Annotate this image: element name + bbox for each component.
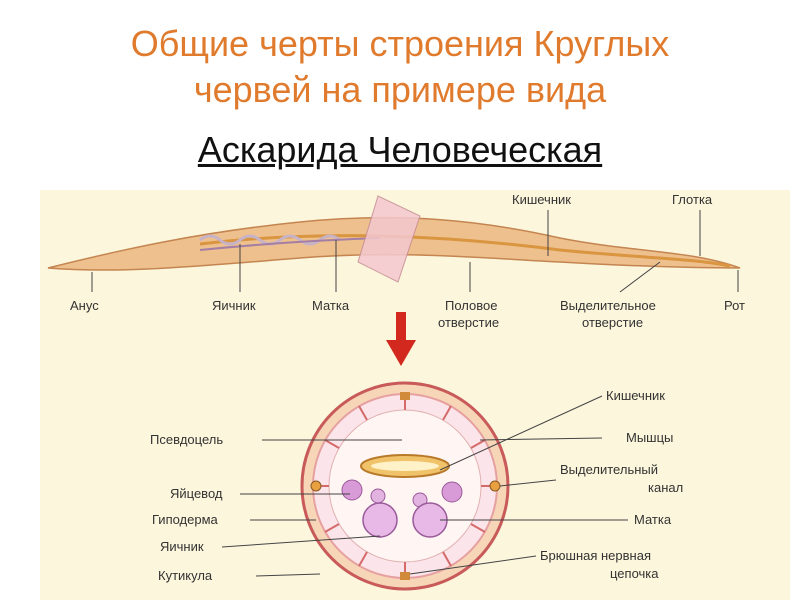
label-hypodermis: Гиподерма [152,512,219,527]
worm-uterus-line [199,237,381,251]
title-species: Аскарида Человеческая [197,129,603,170]
label-excretory-opening-1: Выделительное [560,298,656,313]
label-nerve-cord-2: цепочка [610,566,659,581]
cut-plane [357,195,421,283]
label-genital-opening-1: Половое [445,298,497,313]
label-uterus-section: Матка [634,512,672,527]
label-excretory-canal-2: канал [648,480,683,495]
worm-pointer-lines [91,210,739,293]
label-cuticle: Кутикула [158,568,213,583]
label-anus: Анус [70,298,99,313]
label-excretory-opening-2: отверстие [582,315,643,330]
label-ovary-section: Яичник [160,539,204,554]
label-nerve-cord-1: Брюшная нервная [540,548,651,563]
label-pharynx: Глотка [672,192,713,207]
label-mouth: Рот [724,298,745,313]
title-line-1: Общие черты строения Круглых [130,23,670,64]
muscle-strokes [313,394,497,578]
label-genital-opening-2: отверстие [438,315,499,330]
label-oviduct: Яйцевод [170,486,223,501]
label-intestine-worm: Кишечник [512,192,571,207]
down-arrow-icon [386,312,416,366]
label-muscles: Мышцы [626,430,673,445]
title-line-2: червей на примере вида [193,69,607,110]
cross-section [300,381,510,591]
section-pointer-lines [221,395,628,577]
label-ovary-worm: Яичник [212,298,256,313]
label-uterus-worm: Матка [312,298,350,313]
label-intestine-section: Кишечник [606,388,665,403]
label-excretory-canal-1: Выделительный [560,462,658,477]
label-pseudocoel: Псевдоцель [150,432,223,447]
